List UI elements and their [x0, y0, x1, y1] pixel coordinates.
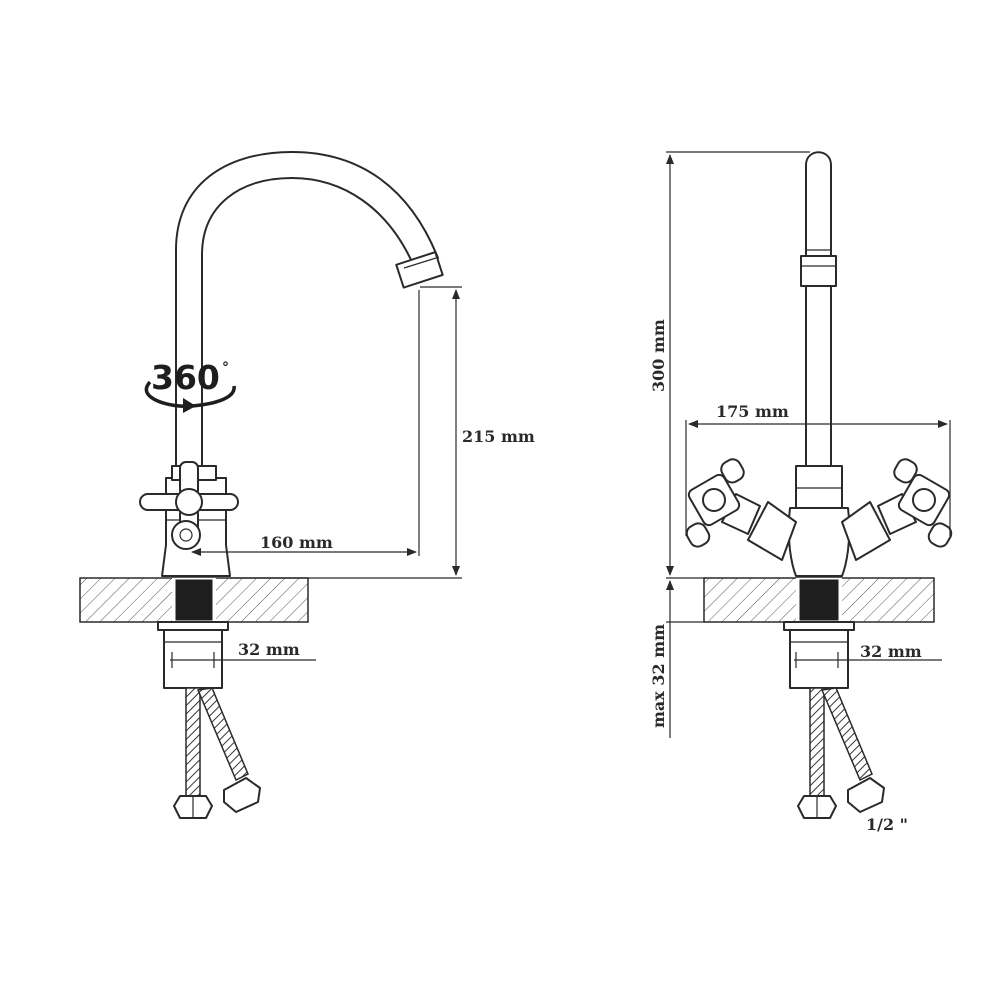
mounting-seal-front [799, 579, 839, 621]
dimension-handle-span: 175 mm [685, 402, 951, 536]
dimension-total-height: 300 mm [649, 151, 810, 579]
faucet-body-front [787, 465, 851, 577]
countertop-side [79, 577, 309, 623]
rotation-badge: 360 ° [144, 358, 236, 413]
total-height-label: 300 mm [649, 319, 668, 392]
right-handle-front [841, 458, 953, 561]
front-view: 300 mm 175 mm max 32 mm 32 mm 1/2 " [649, 151, 953, 834]
hoses-side [173, 687, 261, 819]
spout-reach-label: 160 mm [260, 533, 333, 552]
hoses-front [797, 687, 885, 819]
dimension-thread-front: 32 mm [794, 642, 942, 668]
thread-diameter-label-side: 32 mm [238, 640, 300, 659]
spout-side [175, 151, 444, 466]
rotation-badge-text: 360 [151, 358, 220, 397]
side-view: 360 ° 215 mm 160 mm 32 mm [79, 151, 535, 819]
dimension-spout-height: 215 mm [230, 286, 535, 579]
rotation-badge-degree: ° [222, 360, 229, 376]
max-counter-thickness-label: max 32 mm [649, 624, 668, 728]
handle-span-label: 175 mm [716, 402, 789, 421]
dimension-thread-side: 32 mm [170, 640, 316, 668]
shank-front [783, 621, 855, 689]
shank-side [157, 621, 229, 689]
left-handle-front [685, 458, 797, 561]
hose-nut-4 [847, 777, 885, 813]
countertop-front [703, 577, 935, 623]
dimension-counter-thickness: max 32 mm [649, 580, 706, 738]
dimension-spout-reach: 160 mm [191, 290, 420, 556]
hose-nut-2 [223, 777, 261, 813]
cross-handle-side [139, 461, 239, 550]
thread-diameter-label-front: 32 mm [860, 642, 922, 661]
connection-size-label: 1/2 " [866, 815, 908, 834]
aerator-side [395, 251, 444, 289]
spout-front [800, 151, 837, 467]
mounting-seal-side [175, 579, 213, 621]
spout-height-label: 215 mm [462, 427, 535, 446]
